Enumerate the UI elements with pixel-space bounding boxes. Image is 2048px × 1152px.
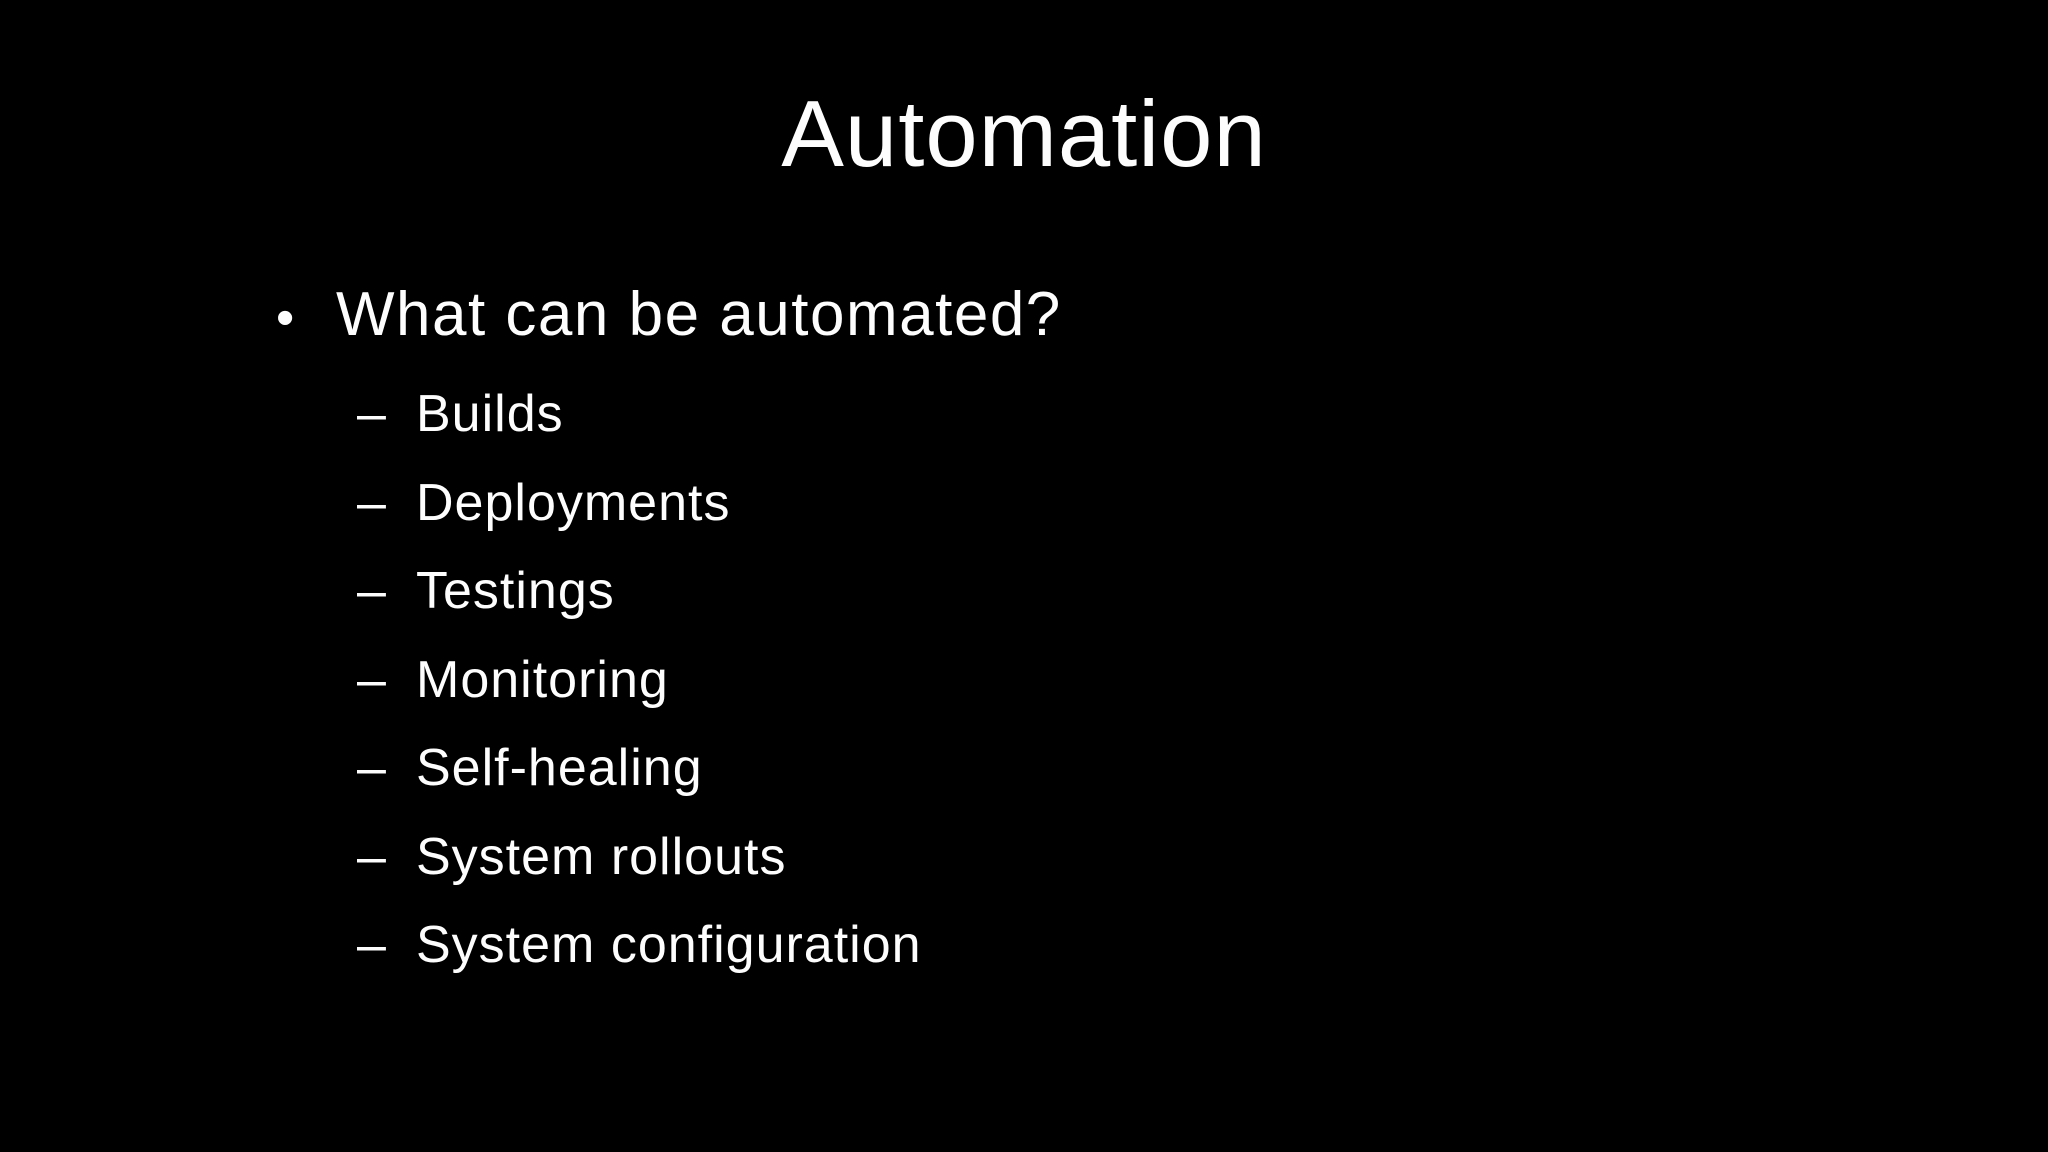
dash-marker-icon: – (357, 474, 387, 532)
bullet-marker-icon: • (276, 289, 296, 347)
dash-marker-icon: – (357, 828, 387, 886)
sub-bullet-label: Self-healing (416, 739, 703, 797)
sub-bullet-label: Builds (416, 385, 564, 443)
sub-bullet-item: – Builds (357, 388, 564, 440)
dash-marker-icon: – (357, 916, 387, 974)
dash-marker-icon: – (357, 562, 387, 620)
sub-bullet-item: – System configuration (357, 919, 922, 971)
sub-bullet-item: – Monitoring (357, 654, 669, 706)
sub-bullet-label: System configuration (416, 916, 922, 974)
bullet-item-label: What can be automated? (336, 280, 1062, 349)
dash-marker-icon: – (357, 739, 387, 797)
dash-marker-icon: – (357, 651, 387, 709)
dash-marker-icon: – (357, 385, 387, 443)
slide-title: Automation (781, 81, 1267, 186)
sub-bullet-item: – Deployments (357, 477, 730, 529)
sub-bullet-label: System rollouts (416, 828, 787, 886)
bullet-item: • What can be automated? (276, 284, 1062, 346)
sub-bullet-item: – System rollouts (357, 831, 786, 883)
sub-bullet-item: – Testings (357, 565, 615, 617)
sub-bullet-label: Monitoring (416, 651, 669, 709)
sub-bullet-label: Deployments (416, 474, 731, 532)
sub-bullet-label: Testings (416, 562, 615, 620)
sub-bullet-item: – Self-healing (357, 742, 703, 794)
